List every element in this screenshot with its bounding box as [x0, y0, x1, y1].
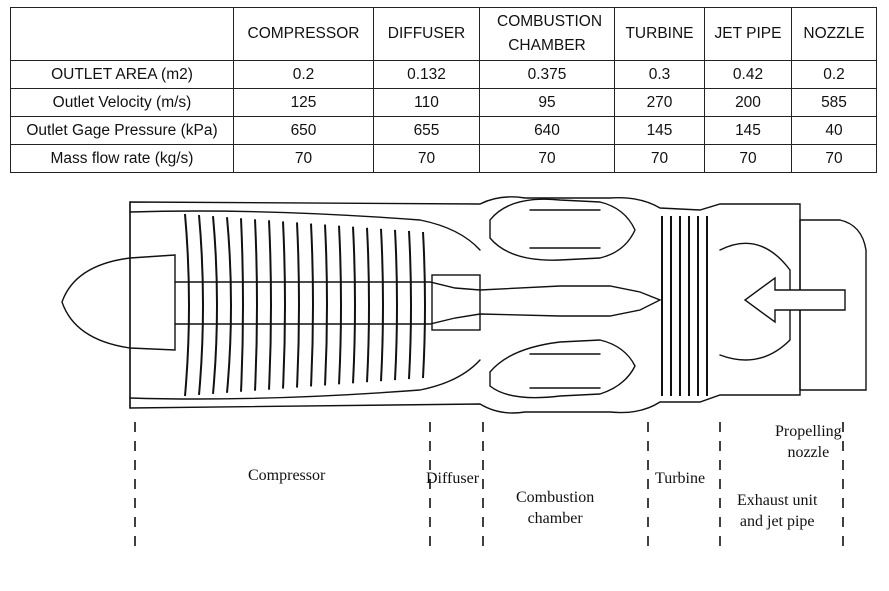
compressor-blade — [352, 226, 356, 384]
compressor-blade — [282, 221, 286, 389]
table-row: OUTLET AREA (m2) 0.2 0.132 0.375 0.3 0.4… — [10, 60, 877, 89]
jet-pipe-cone — [719, 242, 791, 361]
table-cell: 70 — [373, 144, 480, 173]
table-cell: 655 — [373, 116, 480, 145]
table-cell: 0.42 — [704, 60, 792, 89]
header-jet-pipe: JET PIPE — [704, 7, 792, 61]
label-turbine: Turbine — [655, 470, 706, 487]
jet-engine-diagram: Compressor Diffuser Combustion chamber T… — [0, 190, 889, 591]
table-cell: 640 — [479, 116, 615, 145]
table-cell: 270 — [614, 88, 705, 117]
label-compressor: Compressor — [248, 467, 326, 484]
engine-casing-outline — [129, 196, 801, 414]
table-cell: 145 — [704, 116, 792, 145]
compressor-blade — [422, 231, 426, 379]
table-header-row: COMPRESSOR DIFFUSER COMBUSTION CHAMBER T… — [10, 7, 877, 61]
table-cell: 0.3 — [614, 60, 705, 89]
header-diffuser: DIFFUSER — [373, 7, 480, 61]
label-combustion-line1: Combustion — [516, 489, 595, 506]
compressor-blades — [184, 213, 426, 397]
compressor-blade — [212, 216, 218, 394]
table-row: Outlet Velocity (m/s) 125 110 95 270 200… — [10, 88, 877, 117]
label-combustion-line2: chamber — [527, 510, 583, 527]
table-cell: 70 — [791, 144, 877, 173]
engine-data-table: COMPRESSOR DIFFUSER COMBUSTION CHAMBER T… — [10, 7, 877, 173]
table-cell: 70 — [614, 144, 705, 173]
turbine-blades — [661, 216, 708, 396]
table-cell: 0.2 — [233, 60, 374, 89]
compressor-blade — [254, 219, 258, 391]
label-diffuser: Diffuser — [426, 470, 480, 487]
table-row: Outlet Gage Pressure (kPa) 650 655 640 1… — [10, 116, 877, 145]
compressor-blade — [240, 218, 244, 392]
propelling-nozzle — [799, 219, 867, 391]
label-combustion-chamber: Combustion chamber — [516, 487, 594, 529]
flame-tube-bottom — [529, 353, 601, 389]
table-cell: 95 — [479, 88, 615, 117]
label-nozzle-line1: Propelling — [775, 423, 842, 440]
compressor-blade — [268, 220, 272, 390]
compressor-blade — [408, 230, 412, 380]
label-propelling-nozzle: Propelling nozzle — [775, 421, 842, 463]
nose-cone — [61, 254, 176, 351]
table-cell: 0.132 — [373, 60, 480, 89]
combustion-chamber-bottom — [489, 339, 636, 399]
table-cell: 110 — [373, 88, 480, 117]
combustion-chamber-top — [489, 198, 636, 261]
row-label: Outlet Velocity (m/s) — [10, 88, 234, 117]
header-compressor: COMPRESSOR — [233, 7, 374, 61]
label-exhaust-unit: Exhaust unit and jet pipe — [737, 490, 817, 532]
row-label: Mass flow rate (kg/s) — [10, 144, 234, 173]
compressor-blade — [184, 213, 190, 397]
header-turbine: TURBINE — [614, 7, 705, 61]
table-cell: 0.375 — [479, 60, 615, 89]
table-cell: 125 — [233, 88, 374, 117]
table-cell: 40 — [791, 116, 877, 145]
compressor-blade — [310, 223, 314, 387]
compressor-blade — [338, 225, 342, 385]
header-combustion-label: COMBUSTION CHAMBER — [497, 13, 603, 54]
table-cell: 650 — [233, 116, 374, 145]
header-corner-cell — [10, 7, 234, 61]
compressor-blade — [394, 229, 398, 381]
row-label: Outlet Gage Pressure (kPa) — [10, 116, 234, 145]
label-exhaust-line1: Exhaust unit — [737, 492, 818, 509]
label-exhaust-line2: and jet pipe — [739, 513, 815, 530]
header-combustion-chamber: COMBUSTION CHAMBER — [479, 7, 615, 61]
table-cell: 70 — [704, 144, 792, 173]
row-label: OUTLET AREA (m2) — [10, 60, 234, 89]
table-cell: 70 — [233, 144, 374, 173]
intake-upper-line — [129, 210, 481, 251]
jet-engine-drawing — [61, 196, 867, 552]
compressor-blade — [198, 214, 204, 396]
intake-lower-line — [129, 359, 481, 400]
flow-arrow — [743, 276, 846, 324]
engine-shaft — [174, 281, 662, 325]
compressor-blade — [226, 217, 232, 393]
diffuser-hub — [431, 274, 481, 331]
table-cell: 70 — [479, 144, 615, 173]
compressor-blade — [366, 227, 370, 383]
table-cell: 200 — [704, 88, 792, 117]
table-cell: 0.2 — [791, 60, 877, 89]
table-row: Mass flow rate (kg/s) 70 70 70 70 70 70 — [10, 144, 877, 173]
compressor-blade — [380, 228, 384, 382]
compressor-blade — [324, 224, 328, 386]
header-nozzle: NOZZLE — [791, 7, 877, 61]
label-nozzle-line2: nozzle — [787, 444, 830, 461]
table-cell: 585 — [791, 88, 877, 117]
compressor-blade — [296, 222, 300, 388]
table-cell: 145 — [614, 116, 705, 145]
flame-tube-top — [529, 209, 601, 249]
